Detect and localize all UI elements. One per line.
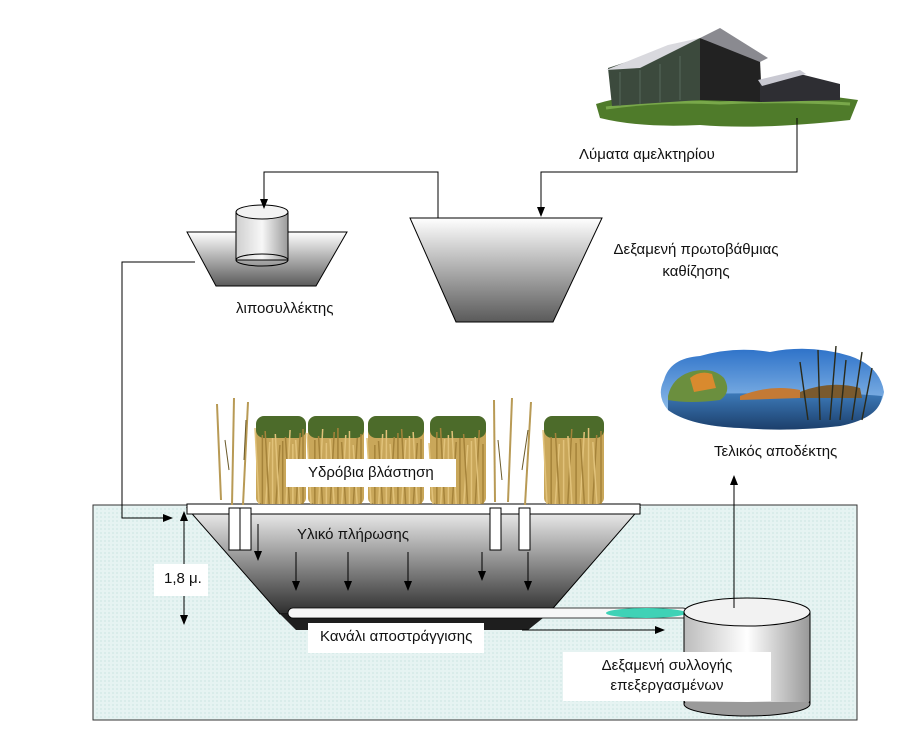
grass-blade bbox=[579, 438, 586, 505]
label-final-receiver: Τελικός αποδέκτης bbox=[714, 443, 838, 460]
grass-top bbox=[256, 416, 306, 438]
grass-blade bbox=[474, 436, 480, 505]
grass-top bbox=[368, 416, 424, 438]
primary-settling-tank bbox=[409, 217, 603, 323]
grass-top bbox=[308, 416, 364, 438]
grass-blade bbox=[567, 435, 573, 505]
label-drain-channel: Κανάλι αποστράγγισης bbox=[308, 623, 485, 653]
label-farm-effluent: Λύματα αμελκτηρίου bbox=[579, 146, 715, 163]
grass-blade bbox=[554, 432, 561, 505]
label-primary-tank-line2: καθίζησης bbox=[662, 263, 730, 280]
reed-icon bbox=[216, 397, 532, 506]
label-primary-tank-line1: Δεξαμενή πρωτοβάθμιας bbox=[613, 241, 779, 258]
label-vegetation: Υδρόβια βλάστηση bbox=[286, 459, 456, 487]
grass-top bbox=[544, 416, 604, 438]
grease-trap bbox=[186, 204, 348, 287]
grass-blade bbox=[254, 427, 260, 505]
barn-icon bbox=[596, 28, 858, 127]
label-collection-tank: Δεξαμενή συλλογής επεξεργασμένων bbox=[563, 652, 771, 701]
label-fill-material: Υλικό πλήρωσης bbox=[297, 526, 409, 543]
grass-top bbox=[430, 416, 486, 438]
flow-arrows bbox=[121, 118, 798, 634]
label-grease-trap: λιποσυλλέκτης bbox=[236, 300, 334, 317]
grass-blade bbox=[592, 441, 598, 505]
grass-blade bbox=[542, 429, 548, 505]
label-depth: 1,8 μ. bbox=[154, 564, 208, 596]
lake-icon bbox=[660, 345, 884, 430]
grass-blade bbox=[462, 433, 469, 505]
grass-blade bbox=[264, 430, 270, 505]
reed-pipes bbox=[228, 507, 531, 551]
label-primary-tank: Δεξαμενή πρωτοβάθμιας καθίζησης bbox=[598, 241, 794, 281]
grass-blade bbox=[274, 433, 281, 505]
label-collection-tank-line2: επεξεργασμένων bbox=[610, 677, 724, 694]
label-collection-tank-line1: Δεξαμενή συλλογής bbox=[601, 657, 733, 674]
